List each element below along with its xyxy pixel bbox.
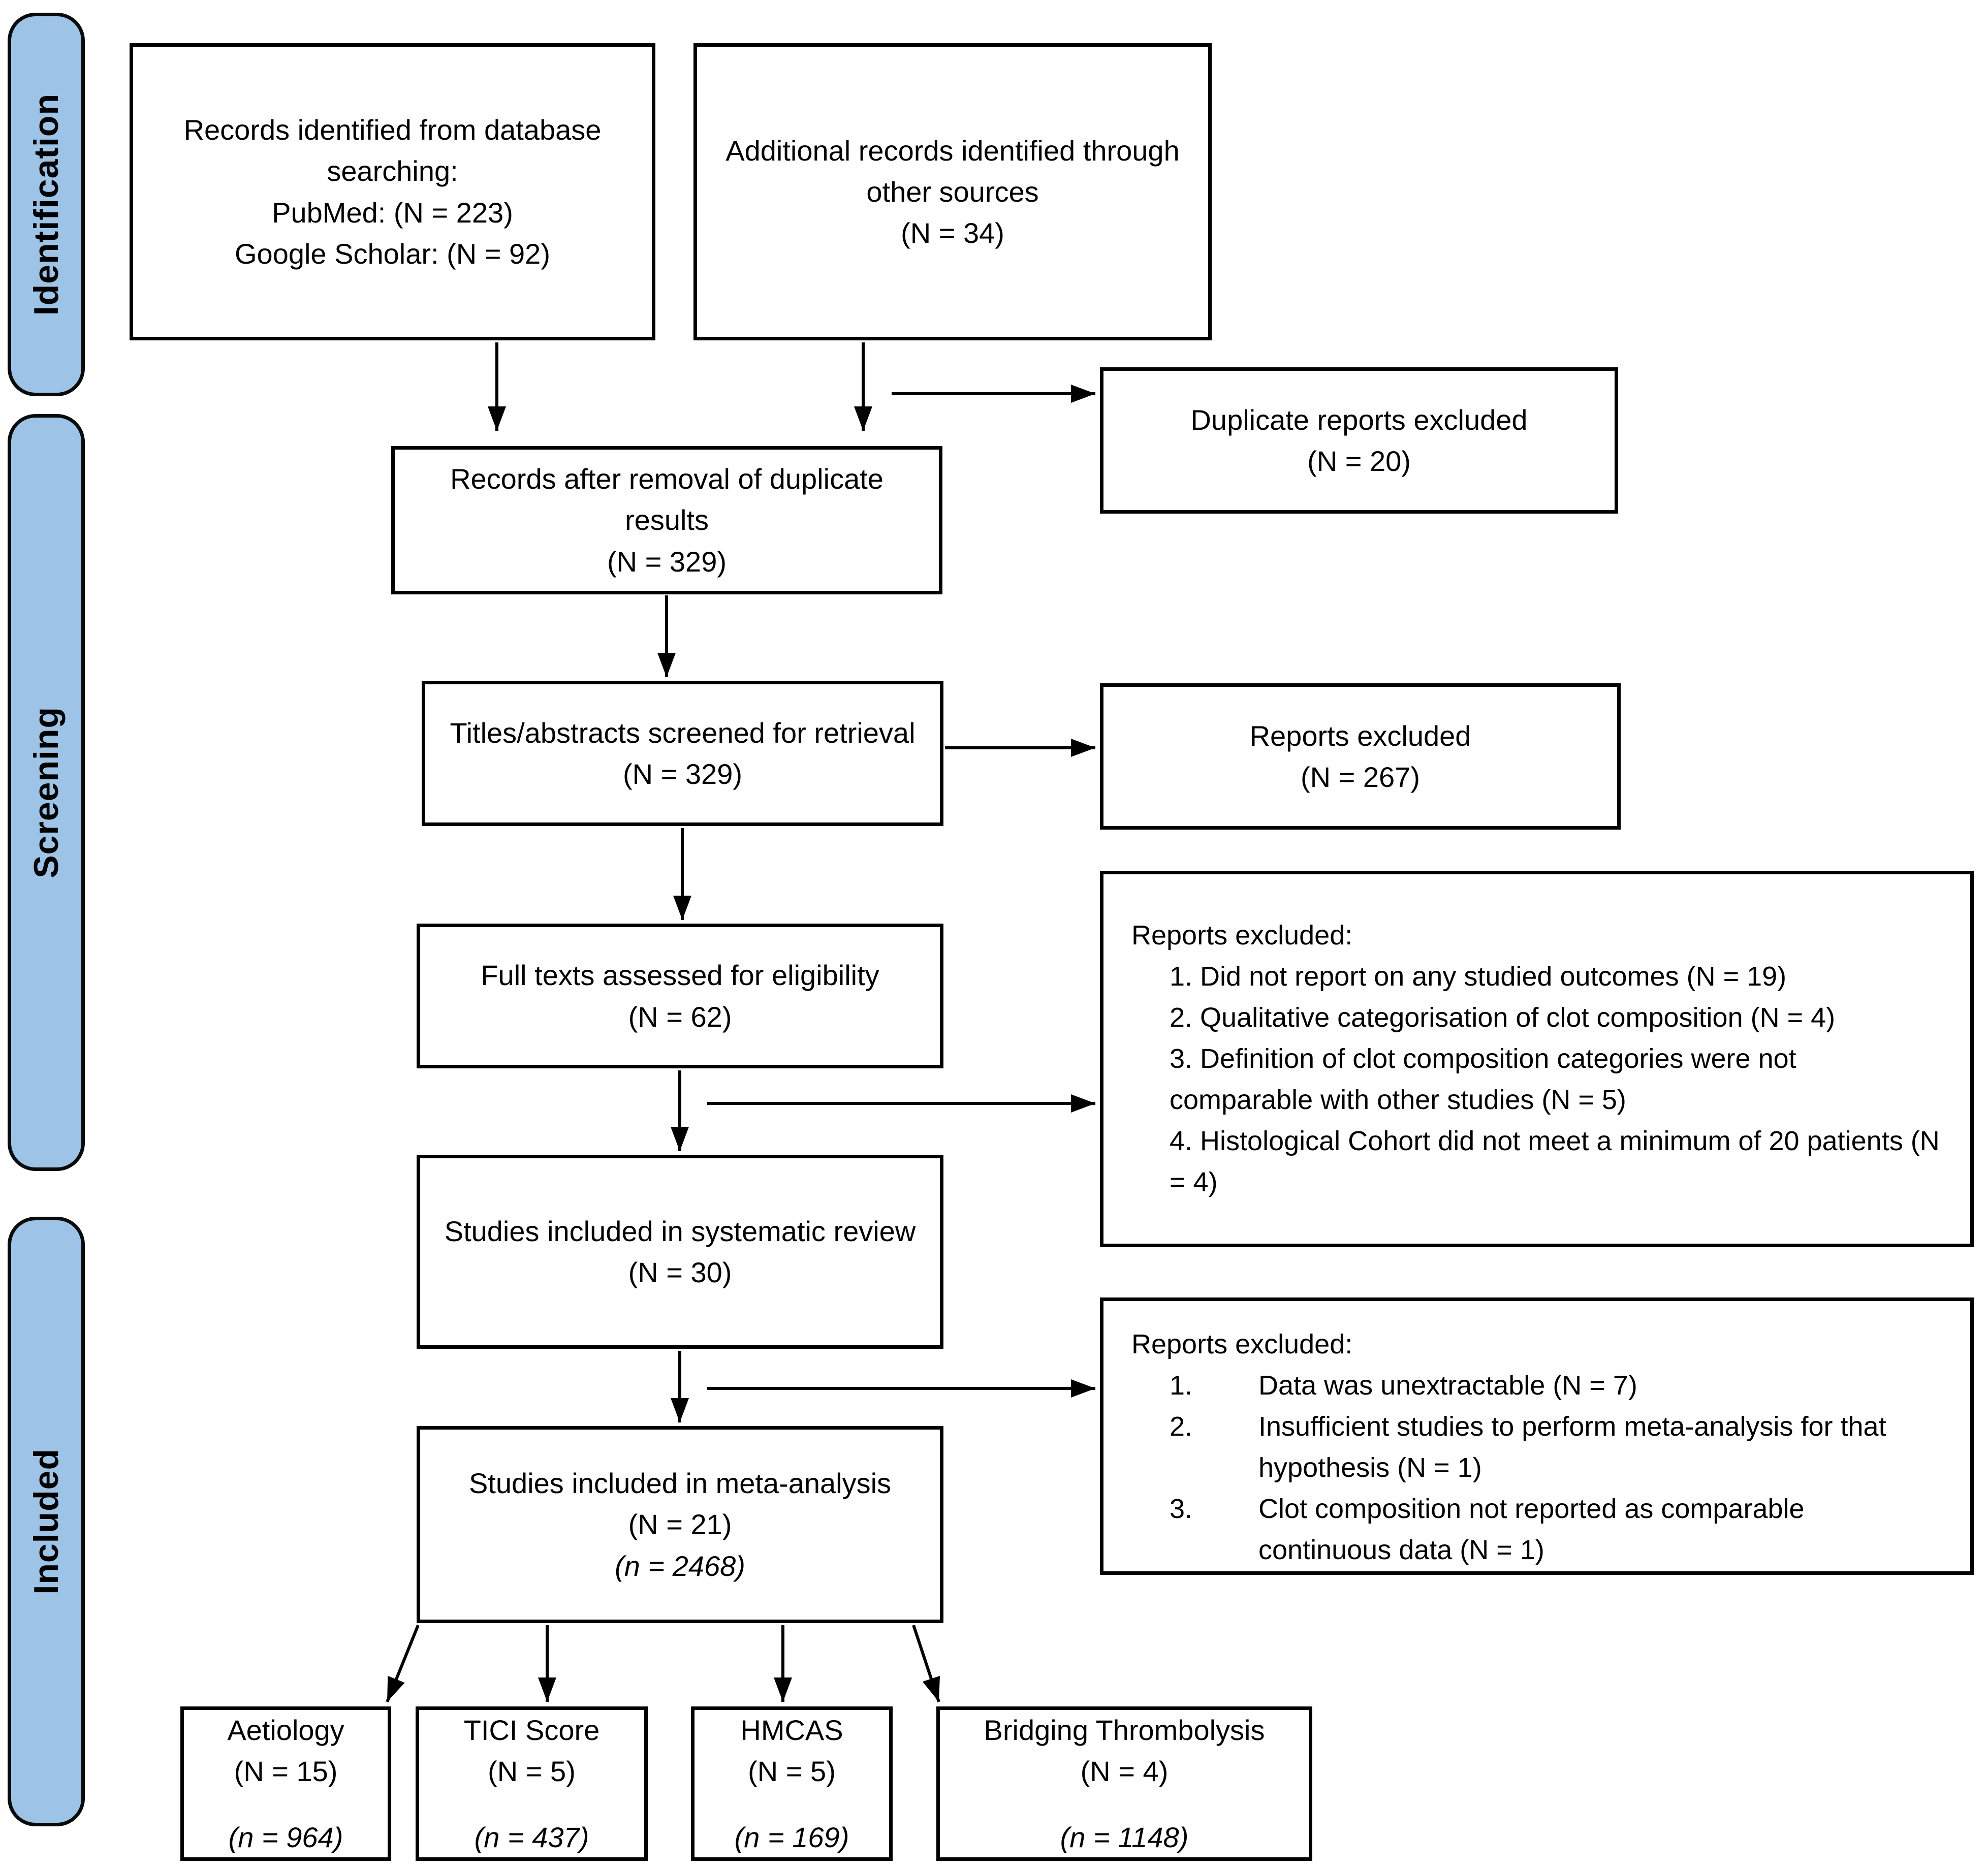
excluded-item: 2. Qualitative categorisation of clot co… (1170, 1002, 1836, 1033)
stage-included: Included (8, 1217, 85, 1826)
excluded-list: 1. Data was unextractable (N = 7) 2. Ins… (1170, 1365, 1942, 1571)
box-line: (N = 34) (901, 217, 1004, 249)
box-line: Studies included in systematic review (444, 1215, 916, 1247)
outcome-title: Aetiology (227, 1714, 344, 1747)
outcome-n-patients: (n = 169) (734, 1821, 849, 1853)
item-text: Data was unextractable (N = 7) (1258, 1370, 1637, 1401)
box-systematic-review: Studies included in systematic review (N… (417, 1155, 943, 1349)
box-line: (N = 62) (628, 1000, 732, 1033)
outcome-n-patients: (n = 964) (228, 1821, 343, 1853)
stage-identification-label: Identification (27, 93, 66, 316)
box-reports-excluded-screening: Reports excluded (N = 267) (1100, 683, 1621, 830)
box-line-patients: (n = 2468) (615, 1549, 745, 1582)
stage-screening-label: Screening (27, 707, 66, 878)
box-line: Studies included in meta-analysis (468, 1467, 892, 1500)
box-additional-records: Additional records identified through ot… (693, 43, 1212, 340)
box-line: Records identified from database searchi… (183, 114, 602, 187)
box-hmcas: HMCAS (N = 5) (n = 169) (691, 1706, 893, 1861)
excluded-list-title: Reports excluded: (1131, 1329, 1353, 1359)
box-reports-excluded-eligibility: Reports excluded: 1. Did not report on a… (1100, 871, 1974, 1247)
box-line: Additional records identified through ot… (725, 134, 1180, 208)
outcome-title: TICI Score (463, 1714, 600, 1747)
box-line: PubMed: (N = 223) (272, 196, 513, 229)
arrow-meta-to-bridging (912, 1625, 940, 1702)
box-records-after-dedup: Records after removal of duplicate resul… (391, 446, 942, 594)
item-number: 2. (1170, 1411, 1193, 1442)
outcome-n-studies: (N = 5) (488, 1755, 576, 1788)
box-tici-score: TICI Score (N = 5) (n = 437) (416, 1706, 648, 1861)
excluded-list-title: Reports excluded: (1131, 920, 1353, 951)
outcome-title: HMCAS (740, 1714, 843, 1747)
box-line: (N = 21) (628, 1508, 732, 1541)
box-duplicates-excluded: Duplicate reports excluded (N = 20) (1100, 367, 1618, 514)
box-line: Full texts assessed for eligibility (481, 959, 879, 992)
item-number: 3. (1170, 1494, 1193, 1524)
box-line: (N = 267) (1301, 761, 1420, 793)
excluded-item: 3. Definition of clot composition catego… (1170, 1043, 1796, 1115)
box-line: (N = 329) (623, 758, 742, 790)
excluded-item: 3. Clot composition not reported as comp… (1170, 1489, 1942, 1571)
outcome-title: Bridging Thrombolysis (984, 1714, 1265, 1747)
arrow-meta-to-aetiology (386, 1624, 420, 1703)
excluded-item: 2. Insufficient studies to perform meta-… (1170, 1406, 1942, 1489)
box-records-identified: Records identified from database searchi… (130, 43, 655, 340)
box-line: Google Scholar: (N = 92) (235, 237, 550, 270)
box-aetiology: Aetiology (N = 15) (n = 964) (180, 1706, 391, 1861)
box-reports-excluded-meta: Reports excluded: 1. Data was unextracta… (1100, 1297, 1974, 1575)
item-number: 1. (1170, 1370, 1193, 1401)
item-text: Clot composition not reported as compara… (1258, 1494, 1805, 1565)
box-line: Records after removal of duplicate resul… (450, 463, 883, 536)
stage-identification: Identification (8, 13, 85, 396)
excluded-item: 4. Histological Cohort did not meet a mi… (1170, 1126, 1940, 1197)
box-line: (N = 20) (1307, 445, 1411, 477)
outcome-n-studies: (N = 15) (234, 1755, 338, 1788)
outcome-n-patients: (n = 1148) (1060, 1821, 1189, 1853)
stage-included-label: Included (27, 1448, 66, 1595)
box-line: Reports excluded (1249, 719, 1471, 752)
excluded-item: 1. Did not report on any studied outcome… (1170, 961, 1787, 992)
outcome-n-studies: (N = 5) (748, 1755, 836, 1788)
box-bridging-thrombolysis: Bridging Thrombolysis (N = 4) (n = 1148) (936, 1706, 1312, 1861)
box-titles-screened: Titles/abstracts screened for retrieval … (422, 681, 943, 826)
outcome-n-studies: (N = 4) (1080, 1755, 1169, 1788)
box-line: (N = 329) (607, 545, 727, 578)
outcome-n-patients: (n = 437) (474, 1821, 589, 1853)
stage-screening: Screening (8, 414, 85, 1171)
box-line: Duplicate reports excluded (1190, 403, 1528, 436)
box-line: (N = 30) (628, 1256, 732, 1288)
box-meta-analysis: Studies included in meta-analysis (N = 2… (417, 1426, 943, 1623)
excluded-item: 1. Data was unextractable (N = 7) (1170, 1365, 1942, 1406)
item-text: Insufficient studies to perform meta-ana… (1258, 1411, 1886, 1483)
box-full-texts-assessed: Full texts assessed for eligibility (N =… (417, 924, 943, 1068)
box-line: Titles/abstracts screened for retrieval (450, 716, 916, 749)
excluded-list: 1. Did not report on any studied outcome… (1170, 956, 1942, 1203)
